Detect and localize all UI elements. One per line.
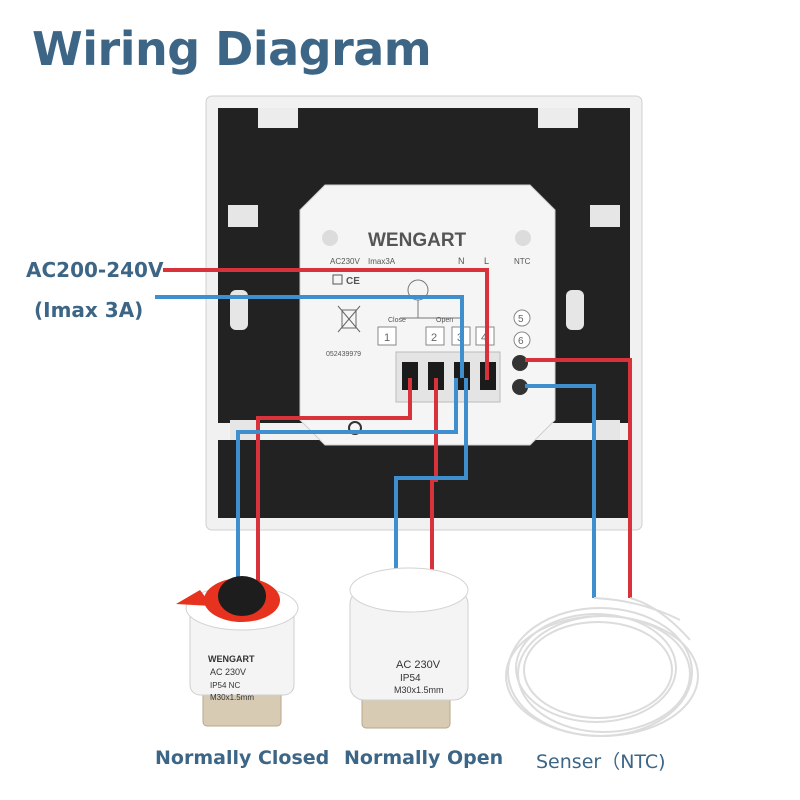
serial-number: 052439979 [326, 351, 361, 358]
relay-symbol-icon [400, 279, 460, 319]
terminal-label-ntc: NTC [514, 257, 531, 266]
terminal-num-1: 1 [384, 332, 390, 344]
terminal-label-l: L [484, 256, 489, 266]
nc-brand: WENGART [208, 654, 255, 664]
terminal-label-n: N [458, 256, 465, 266]
no-thread: M30x1.5mm [394, 685, 444, 695]
no-voltage: AC 230V [396, 659, 441, 671]
terminal-6 [512, 379, 528, 395]
weee-bin-icon [337, 305, 361, 333]
terminal-2 [428, 362, 444, 390]
caption-sensor-ntc: Senser（NTC) [536, 751, 666, 773]
close-label: Close [388, 317, 406, 324]
nc-thread: M30x1.5mm [210, 693, 254, 702]
terminal-module: WENGART AC230V Imax3A N L NTC CE 0524399… [299, 184, 556, 446]
terminal-num-2: 2 [431, 332, 437, 344]
neutral-wires [155, 295, 596, 598]
rating-imax: Imax3A [368, 257, 396, 266]
nc-rating: IP54 NC [210, 681, 240, 690]
normally-open-actuator: AC 230V IP54 M30x1.5mm [349, 567, 469, 729]
supply-voltage-label: AC200-240V [26, 258, 164, 282]
caption-normally-closed: Normally Closed [155, 747, 330, 769]
supply-current-label: (Imax 3A) [34, 298, 144, 322]
double-insulation-icon [332, 274, 343, 285]
terminal-5 [512, 355, 528, 371]
page-title: Wiring Diagram [32, 22, 432, 76]
normally-closed-actuator: WENGART AC 230V IP54 NC M30x1.5mm [176, 576, 299, 727]
terminal-num-6: 6 [518, 336, 524, 347]
ce-mark: CE [346, 276, 360, 287]
brand-logo: WENGART [368, 230, 467, 251]
ntc-sensor-coil [505, 597, 699, 737]
terminal-num-4: 4 [481, 332, 487, 344]
terminal-1 [402, 362, 418, 390]
rating-ac: AC230V [330, 257, 360, 266]
no-rating: IP54 [400, 673, 421, 684]
terminal-num-5: 5 [518, 314, 524, 325]
caption-normally-open: Normally Open [344, 747, 504, 769]
live-wires [163, 268, 632, 598]
nc-voltage: AC 230V [210, 667, 246, 677]
open-label: Open [436, 317, 453, 324]
